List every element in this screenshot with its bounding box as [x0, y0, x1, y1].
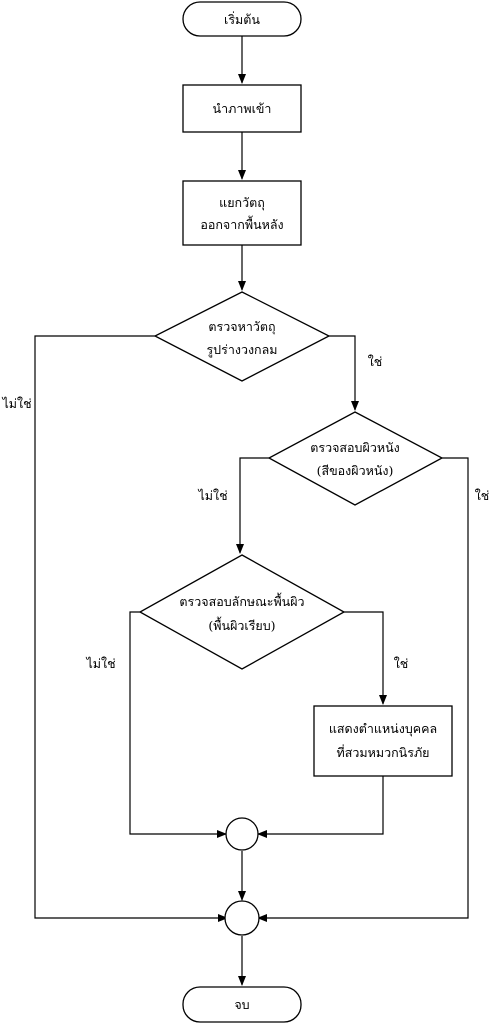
arrow-skin-yes [257, 457, 469, 922]
merge-connector-upper [225, 817, 259, 851]
detect-no-label: ไม่ใช่ [1, 396, 31, 411]
import-image-process [182, 84, 302, 133]
end-label: จบ [234, 997, 249, 1012]
show-position-process [313, 705, 453, 777]
separate-objects-label-line1: แยกวัตถุ [219, 195, 265, 211]
connectors [34, 36, 469, 986]
surface-yes-label: ใช่ [394, 656, 409, 671]
start-terminal [182, 1, 302, 37]
arrow-detect-yes [329, 335, 359, 411]
arrow-show-to-merge [257, 776, 384, 838]
surface-no-label: ไม่ใช่ [85, 656, 115, 671]
merge-connector-lower [224, 900, 260, 936]
skin-check-decision [267, 411, 444, 506]
show-position-label-line1: แสดงตำแหน่งบุคคล [329, 721, 437, 737]
separate-objects-label-line2: ออกจากพื้นหลัง [200, 215, 283, 232]
surface-check-label-line2: (พื้นผิวเรียบ) [208, 616, 275, 633]
arrow-surface-yes [344, 611, 387, 705]
arrow-detect-no [34, 335, 228, 922]
skin-yes-label: ใช่ [475, 488, 490, 503]
import-image-label: นำภาพเข้า [213, 101, 272, 116]
arrow-skin-no [236, 457, 269, 554]
detect-circle-label-line1: ตรวจหาวัตถุ [208, 319, 275, 335]
detect-circle-decision [153, 291, 331, 382]
end-terminal [182, 986, 302, 1023]
skin-check-label-line1: ตรวจสอบผิวหนัง [310, 440, 399, 455]
start-label: เริ่มต้น [224, 11, 260, 27]
separate-objects-process [182, 180, 302, 246]
detect-yes-label: ใช่ [368, 354, 383, 369]
skin-check-label-line2: (สีของผิวหนัง) [317, 463, 394, 478]
show-position-label-line2: ที่สวมหมวกนิรภัย [336, 744, 429, 760]
skin-no-label: ไม่ใช่ [197, 488, 227, 503]
surface-check-label-line1: ตรวจสอบลักษณะพื้นผิว [179, 592, 304, 609]
arrow-surface-no [129, 611, 227, 838]
detect-circle-label-line2: รูปร่างวงกลม [206, 342, 277, 358]
surface-check-decision [138, 554, 346, 670]
